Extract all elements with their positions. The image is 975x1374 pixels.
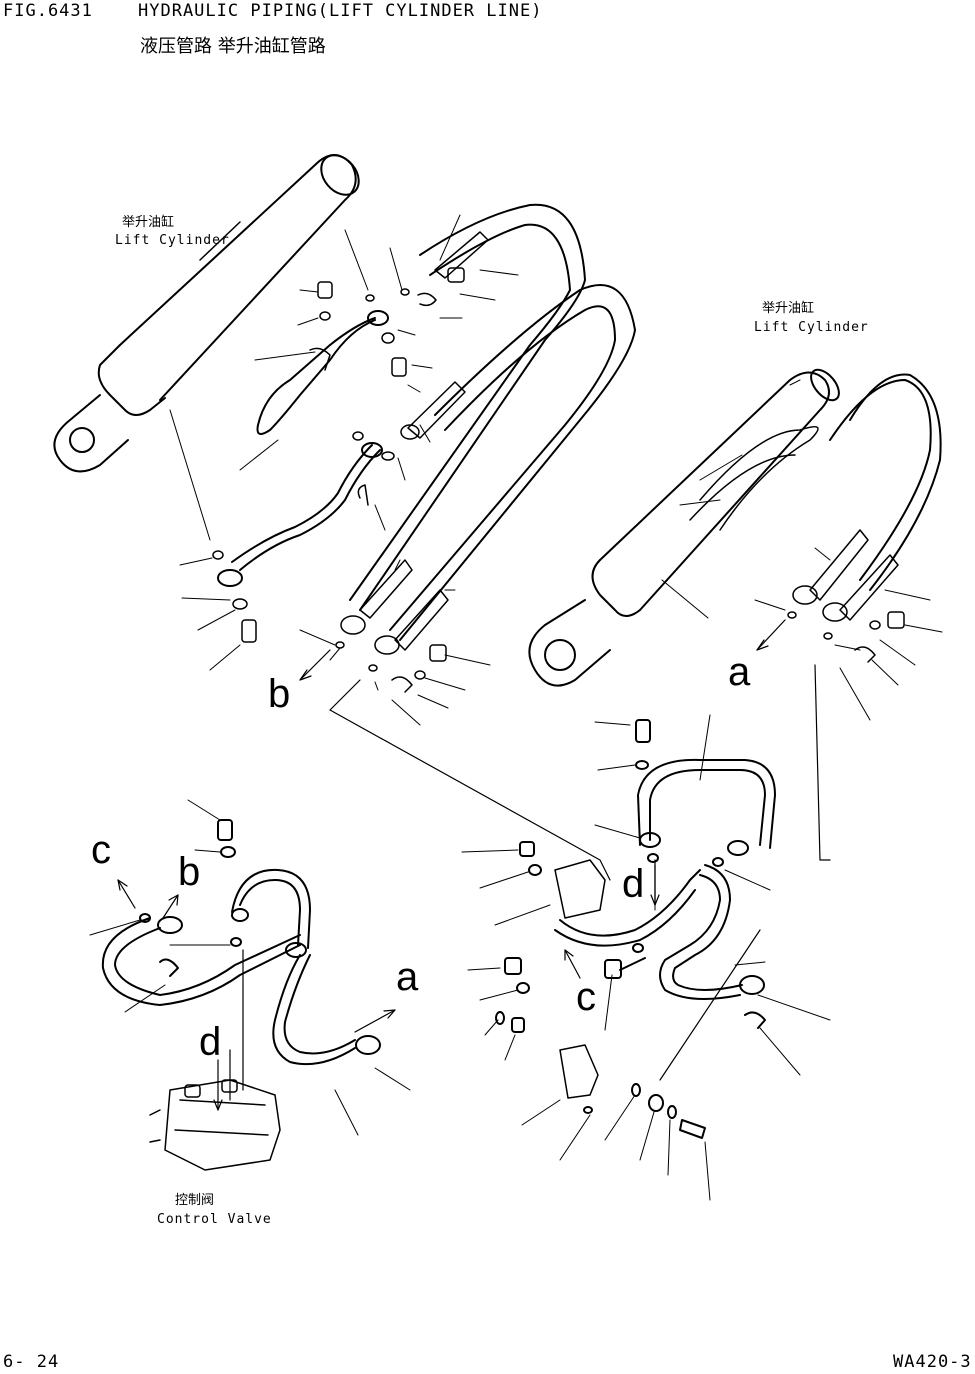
callout-b-left: b: [178, 850, 201, 894]
right-lift-cylinder: [528, 368, 840, 687]
control-valve: [149, 1079, 281, 1171]
left-hoses: [349, 203, 636, 641]
right-hoses: [829, 373, 942, 591]
control-valve-label: Control Valve: [157, 1212, 272, 1227]
callout-c-left: c: [91, 828, 111, 872]
callout-b-top: b: [268, 672, 291, 716]
routing-lines: [229, 664, 831, 1101]
model-number: WA420-3: [893, 1352, 972, 1372]
left-cylinder-label: Lift Cylinder: [115, 233, 230, 248]
callout-arrows: [117, 619, 786, 1111]
figure-number: FIG.6431: [3, 1, 93, 21]
figure-subtitle: 液压管路 举升油缸管路: [140, 36, 326, 57]
callout-a-top: a: [728, 650, 751, 694]
left-lower-fittings: [335, 559, 449, 693]
callout-d-right: d: [622, 862, 645, 906]
callout-d-left: d: [199, 1020, 222, 1064]
callout-c-right: c: [576, 975, 596, 1019]
page-number: 6- 24: [3, 1352, 60, 1372]
left-upper-fittings: [212, 231, 489, 643]
figure-title: HYDRAULIC PIPING(LIFT CYLINDER LINE): [138, 1, 543, 21]
right-upper-fittings: [787, 529, 905, 663]
left-cylinder-label-cn: 举升油缸: [122, 215, 175, 230]
left-lift-cylinder: [53, 154, 360, 473]
callout-a-left: a: [396, 955, 419, 999]
left-upper-pipe: [217, 310, 389, 587]
right-cylinder-label: Lift Cylinder: [754, 320, 869, 335]
leader-lines: [89, 214, 943, 1201]
left-piping-assembly: [101, 819, 381, 1066]
control-valve-label-cn: 控制阀: [175, 1193, 215, 1208]
right-cylinder-label-cn: 举升油缸: [762, 301, 815, 316]
right-piping-assembly: [495, 719, 776, 1139]
